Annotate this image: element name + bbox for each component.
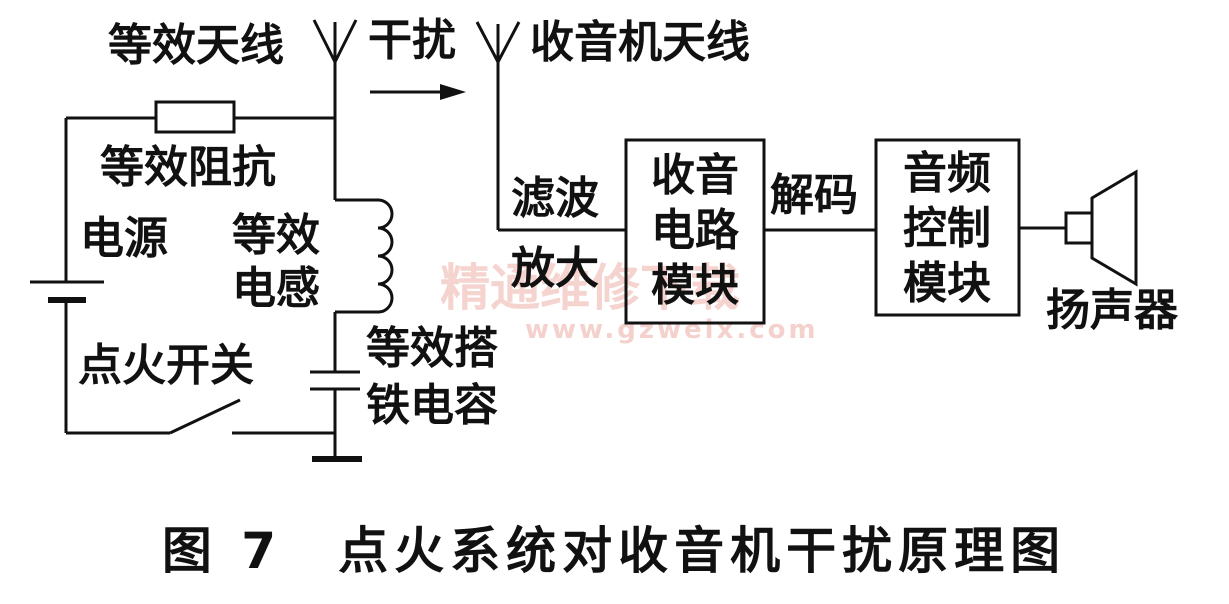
figure-caption: 图 7 点火系统对收音机干扰原理图	[162, 522, 1066, 580]
capacitor-icon	[310, 370, 360, 391]
label-equiv-inductance-1: 等效	[232, 210, 320, 261]
label-decode: 解码	[770, 170, 858, 221]
audio-control-line-1: 音频	[903, 148, 991, 199]
radio-circuit-line-2: 电路	[651, 205, 740, 256]
equiv-antenna-icon	[312, 19, 358, 118]
label-equiv-capacitance-1: 等效搭	[366, 323, 498, 374]
label-speaker: 扬声器	[1046, 285, 1179, 336]
label-filter-amp-2: 放大	[511, 243, 599, 294]
radio-circuit-line-1: 收音	[651, 150, 739, 201]
resistor-branch	[66, 100, 335, 134]
label-equiv-capacitance-2: 铁电容	[366, 380, 498, 431]
label-equiv-antenna: 等效天线	[108, 20, 284, 71]
label-radio-antenna: 收音机天线	[530, 17, 750, 68]
watermark-url: www.gzweix.com	[525, 315, 819, 345]
label-ignition-switch: 点火开关	[78, 340, 254, 391]
label-filter-amp-1: 滤波	[511, 173, 599, 224]
switch-icon	[66, 398, 335, 435]
label-equiv-inductance-2: 电感	[232, 263, 320, 314]
watermark-text: 精通维修下载	[440, 259, 740, 317]
radio-circuit-line-3: 模块	[651, 260, 739, 311]
audio-control-line-3: 模块	[903, 258, 991, 309]
label-interference: 干扰	[368, 15, 456, 66]
interference-arrow-icon	[370, 84, 466, 100]
label-power-source: 电源	[80, 213, 168, 264]
audio-control-line-2: 控制	[903, 203, 991, 254]
speaker-icon	[1064, 169, 1138, 287]
resistor-icon	[154, 100, 236, 134]
radio-antenna-icon	[475, 21, 521, 230]
inductor-icon	[335, 198, 394, 314]
label-equiv-resistance: 等效阻抗	[100, 142, 276, 193]
battery-icon	[30, 280, 104, 303]
